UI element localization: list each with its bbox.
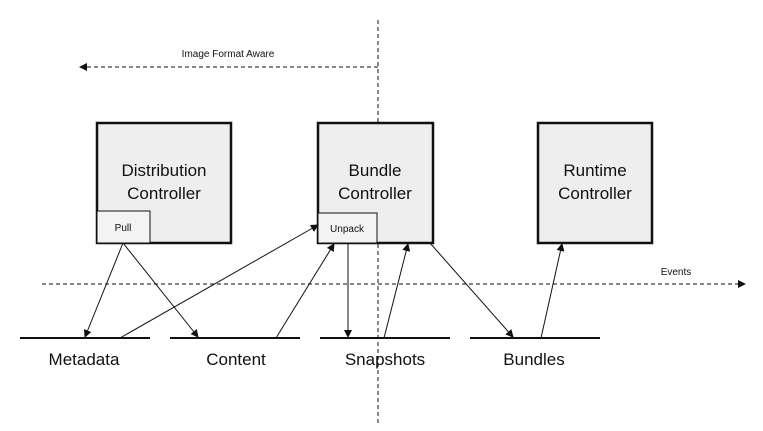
- bundle-controller-to-bundles-arrow: [429, 242, 514, 338]
- content-label: Content: [206, 350, 266, 369]
- snapshots-label: Snapshots: [345, 350, 425, 369]
- distribution-controller: Distribution Controller Pull: [95, 121, 233, 245]
- pull-to-metadata-arrow: [83, 242, 124, 338]
- snapshots-to-bundle-controller-arrow: [383, 243, 411, 339]
- runtime-controller-line2: Controller: [558, 184, 632, 203]
- bundle-controller-line1: Bundle: [349, 161, 402, 180]
- bundles-label: Bundles: [503, 350, 564, 369]
- pull-to-content-arrow: [122, 242, 199, 338]
- content-to-unpack-arrow: [275, 243, 335, 339]
- unpack-box: [317, 212, 378, 244]
- distribution-controller-line2: Controller: [127, 184, 201, 203]
- runtime-controller-box: [536, 121, 654, 245]
- metadata-to-unpack-arrow: [119, 224, 319, 339]
- runtime-controller: Runtime Controller: [536, 121, 654, 245]
- distribution-controller-line1: Distribution: [121, 161, 206, 180]
- bundle-controller-line2: Controller: [338, 184, 412, 203]
- bundle-controller: Bundle Controller Unpack: [316, 121, 435, 245]
- bundles-to-runtime-controller-arrow: [540, 243, 565, 339]
- unpack-label: Unpack: [330, 224, 365, 235]
- events-label: Events: [661, 267, 692, 278]
- image-format-aware-label: Image Format Aware: [182, 49, 275, 60]
- pull-label: Pull: [115, 223, 132, 234]
- metadata-label: Metadata: [49, 350, 120, 369]
- runtime-controller-line1: Runtime: [563, 161, 626, 180]
